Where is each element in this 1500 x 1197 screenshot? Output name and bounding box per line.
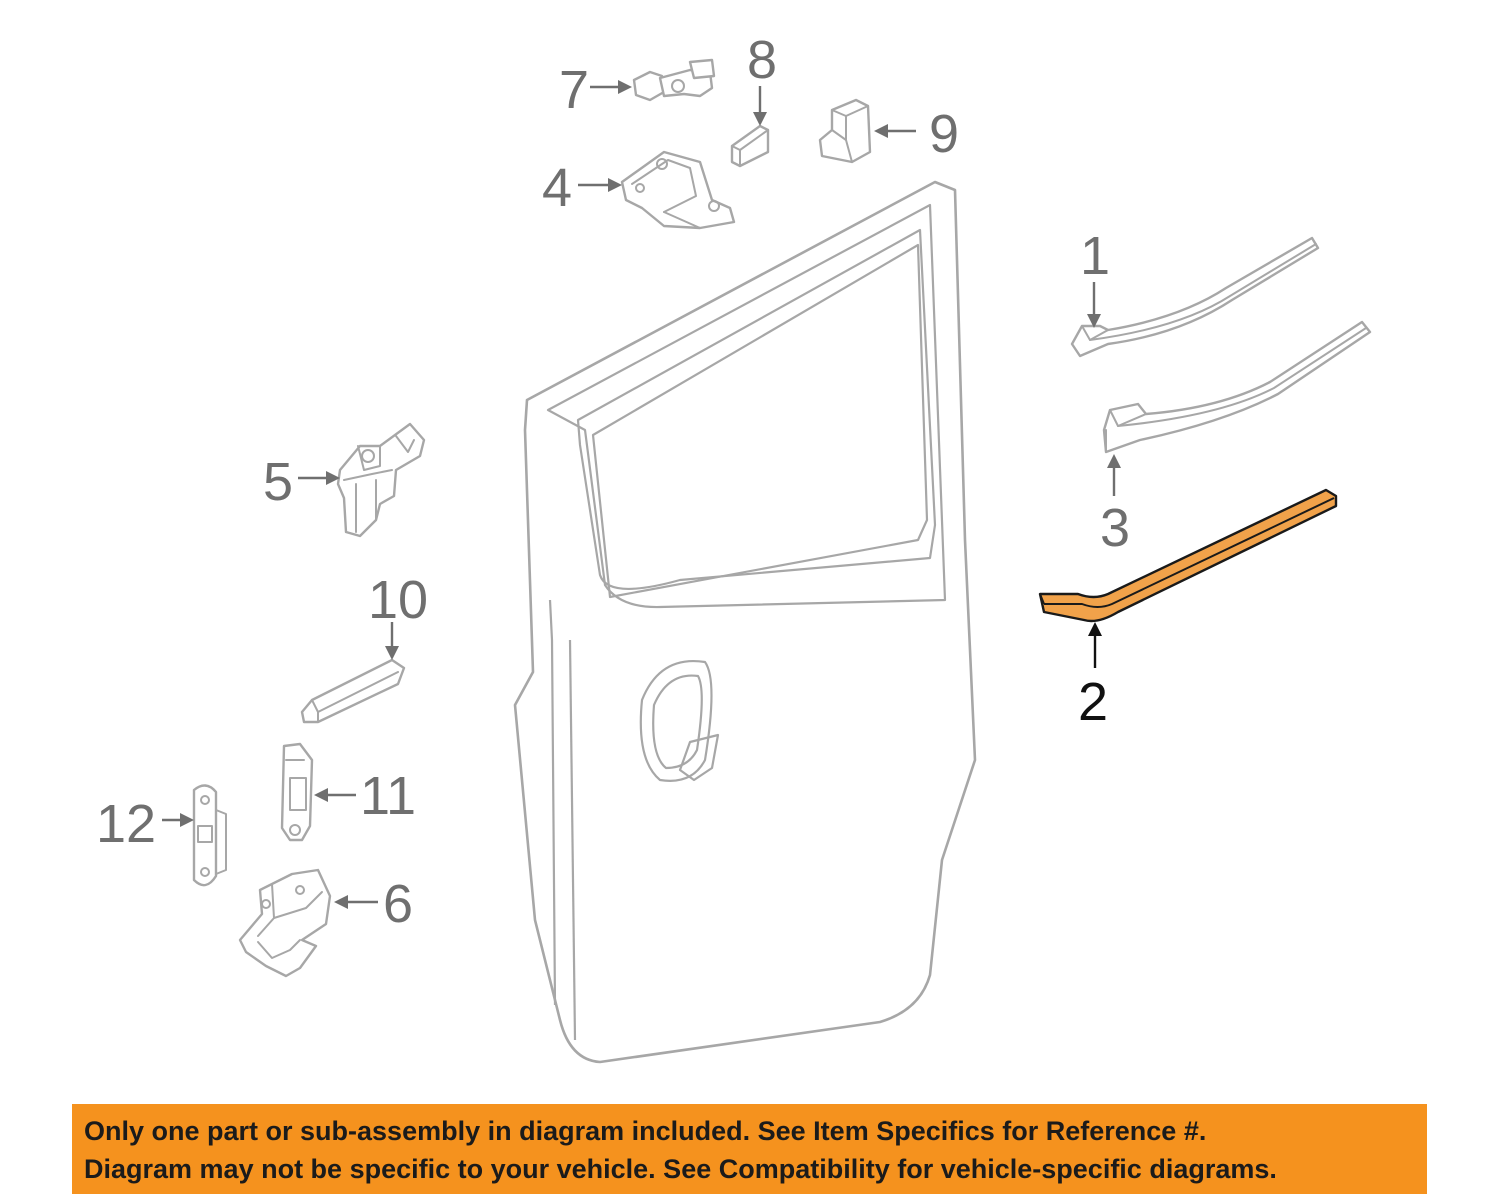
part-7 [632,58,716,102]
callout-numbers: 7 8 9 4 1 3 5 10 11 12 6 2 [96,30,1130,934]
callout-6: 6 [383,874,413,934]
part-4 [620,150,736,230]
callout-8: 8 [747,30,777,90]
door-shell [513,180,977,1064]
callout-1: 1 [1080,226,1110,286]
callout-3: 3 [1100,498,1130,558]
part-2-highlighted [1038,488,1338,623]
callout-9: 9 [929,104,959,164]
part-1 [1070,236,1320,358]
notice-line-1: Only one part or sub-assembly in diagram… [84,1116,1207,1146]
callout-4: 4 [542,158,572,218]
part-6 [238,868,332,978]
notice-banner: Only one part or sub-assembly in diagram… [72,1104,1427,1194]
notice-line-2: Diagram may not be specific to your vehi… [84,1154,1277,1184]
part-10 [300,658,406,724]
callout-2: 2 [1078,672,1108,732]
callout-7: 7 [559,60,589,120]
part-8 [730,124,770,168]
callout-11: 11 [360,766,416,826]
parts-diagram: 7 8 9 4 1 3 5 10 11 12 6 2 [96,30,1372,1064]
callout-12: 12 [96,794,156,854]
part-11 [280,742,314,842]
part-5 [336,422,426,538]
part-9 [818,98,872,164]
leader-arrows [162,80,1121,909]
part-3 [1102,320,1372,454]
part-12 [192,784,227,887]
callout-10: 10 [368,570,428,630]
callout-5: 5 [263,452,293,512]
